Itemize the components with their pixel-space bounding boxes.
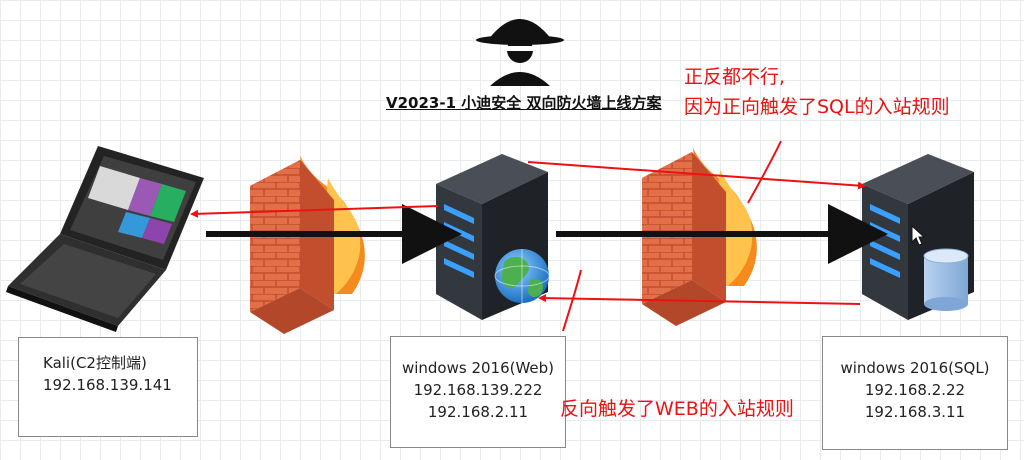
hacker-icon xyxy=(476,19,564,86)
red-strike-mark xyxy=(747,140,782,204)
red-arrow-to-kali xyxy=(190,205,439,218)
database-icon xyxy=(923,248,969,311)
firewall-icon xyxy=(642,148,757,326)
node-ip: 192.168.139.222 xyxy=(413,381,543,399)
node-ip: 192.168.2.11 xyxy=(427,403,529,421)
node-box-kali: Kali(C2控制端) 192.168.139.141 xyxy=(18,337,198,437)
laptop-icon xyxy=(6,146,204,332)
diagram-title: V2023-1 小迪安全 双向防火墙上线方案 xyxy=(386,94,662,112)
cursor-icon xyxy=(911,224,926,246)
node-label: windows 2016(Web) xyxy=(401,359,555,377)
annotation-bottom: 反向触发了WEB的入站规则 xyxy=(560,398,794,420)
annotation-top-line2: 因为正向触发了SQL的入站规则 xyxy=(684,96,950,118)
red-arrow-to-web xyxy=(538,294,861,305)
firewall-icon xyxy=(250,156,365,334)
red-strike-mark xyxy=(562,269,582,332)
node-label: Kali(C2控制端) xyxy=(43,354,147,372)
node-box-web: windows 2016(Web) 192.168.139.222 192.16… xyxy=(390,336,566,448)
node-ip: 192.168.139.141 xyxy=(43,376,172,394)
node-ip: 192.168.3.11 xyxy=(864,403,966,421)
globe-icon xyxy=(494,249,550,303)
node-box-sql: windows 2016(SQL) 192.168.2.22 192.168.3… xyxy=(822,336,1008,450)
node-ip: 192.168.2.22 xyxy=(864,381,966,399)
red-arrow-to-sql xyxy=(527,161,866,190)
node-label: windows 2016(SQL) xyxy=(840,359,990,377)
annotation-top-line1: 正反都不行, xyxy=(684,66,786,88)
